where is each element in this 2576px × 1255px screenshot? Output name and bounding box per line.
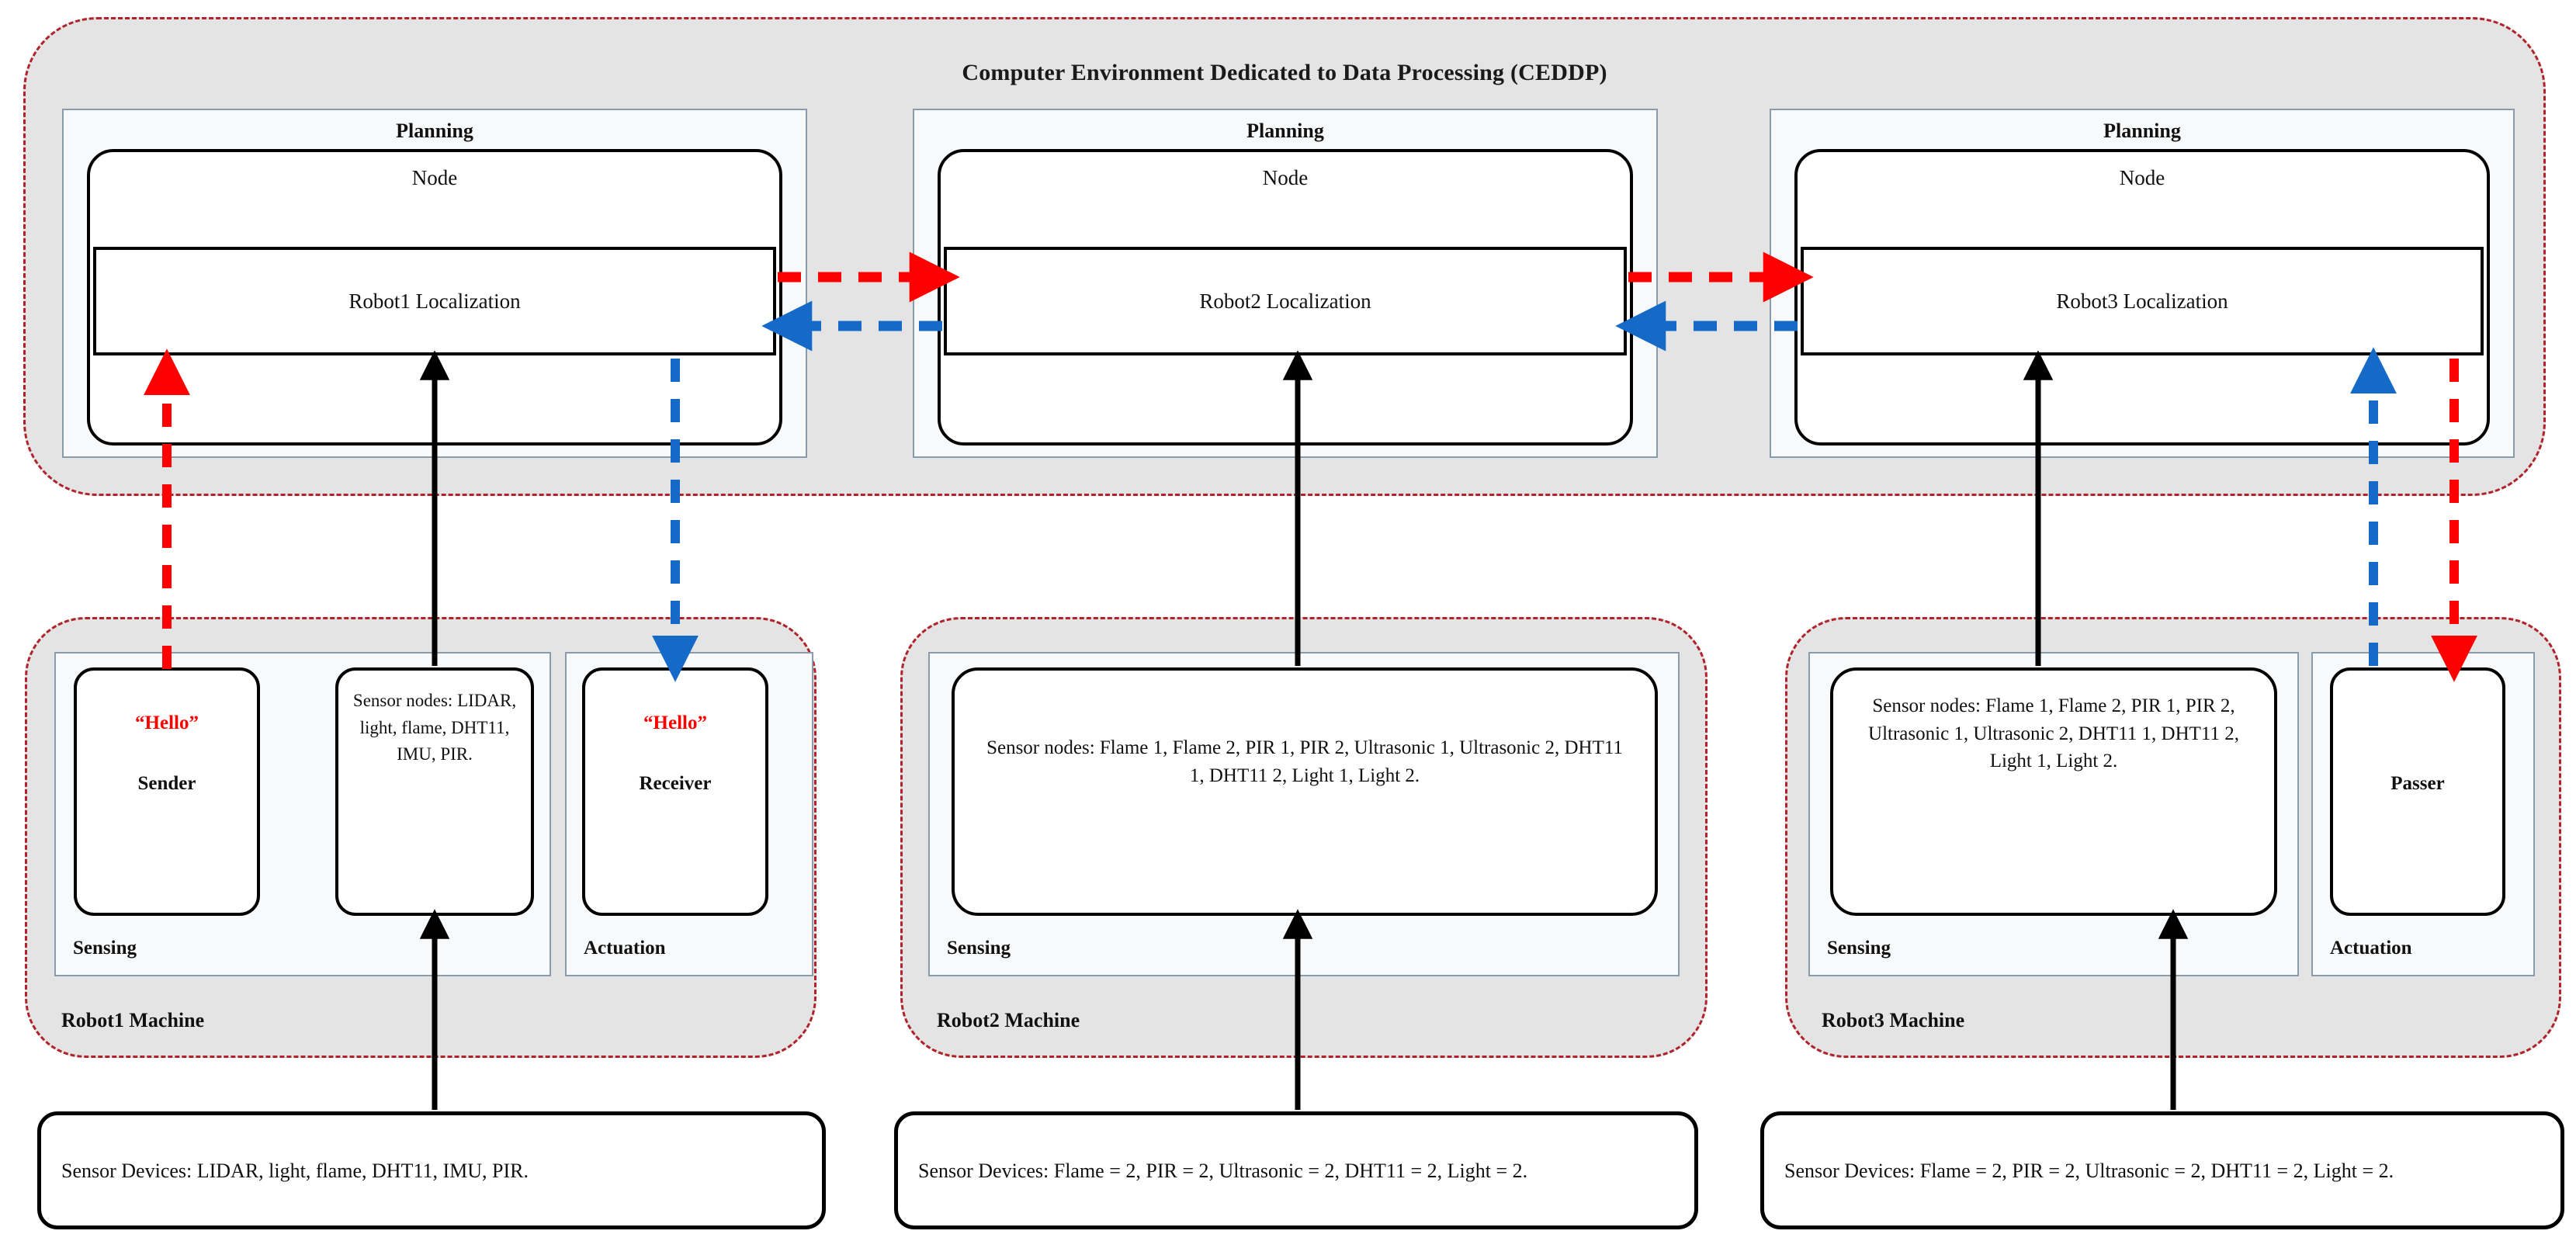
localization-box-robot2: Robot2 Localization — [944, 247, 1627, 355]
actuation-label-robot1: Actuation — [584, 938, 666, 959]
sensing-label-robot2: Sensing — [947, 938, 1011, 959]
robot1-machine-label: Robot1 Machine — [61, 1009, 205, 1031]
sensing-label-robot3: Sensing — [1827, 938, 1891, 959]
node-label-robot3: Node — [2119, 166, 2165, 189]
sensor-nodes-box-robot3: Sensor nodes: Flame 1, Flame 2, PIR 1, P… — [1830, 667, 2277, 916]
planning-title-robot2: Planning — [1246, 120, 1324, 142]
sensor-nodes-text-robot3: Sensor nodes: Flame 1, Flame 2, PIR 1, P… — [1868, 695, 2239, 771]
sensor-devices-box-1: Sensor Devices: LIDAR, light, flame, DHT… — [37, 1111, 826, 1229]
sensor-nodes-text-robot2: Sensor nodes: Flame 1, Flame 2, PIR 1, P… — [986, 737, 1623, 786]
sender-hello-text: “Hello” — [135, 712, 199, 733]
localization-box-robot1: Robot1 Localization — [93, 247, 776, 355]
ceddp-title: Computer Environment Dedicated to Data P… — [962, 60, 1607, 85]
sender-box-robot1: “Hello” Sender — [74, 667, 260, 916]
receiver-box-robot1: “Hello” Receiver — [582, 667, 768, 916]
passer-box-robot3: Passer — [2330, 667, 2505, 916]
actuation-label-robot3: Actuation — [2330, 938, 2412, 959]
passer-role-label: Passer — [2391, 773, 2445, 794]
node-label-robot2: Node — [1262, 166, 1309, 189]
receiver-role-label: Receiver — [639, 773, 712, 794]
sensor-nodes-box-robot2: Sensor nodes: Flame 1, Flame 2, PIR 1, P… — [952, 667, 1658, 916]
planning-title-robot1: Planning — [396, 120, 473, 142]
robot2-machine-label: Robot2 Machine — [937, 1009, 1080, 1031]
sensor-devices-box-3: Sensor Devices: Flame = 2, PIR = 2, Ultr… — [1760, 1111, 2564, 1229]
node-label-robot1: Node — [411, 166, 458, 189]
robot3-machine-label: Robot3 Machine — [1822, 1009, 1965, 1031]
sensor-devices-box-2: Sensor Devices: Flame = 2, PIR = 2, Ultr… — [894, 1111, 1698, 1229]
sensor-nodes-box-robot1: Sensor nodes: LIDAR, light, flame, DHT11… — [335, 667, 534, 916]
localization-box-robot3: Robot3 Localization — [1801, 247, 2484, 355]
sensor-nodes-text-robot1: Sensor nodes: LIDAR, light, flame, DHT11… — [352, 691, 517, 764]
sensing-label-robot1: Sensing — [73, 938, 137, 959]
sender-role-label: Sender — [137, 773, 196, 794]
receiver-hello-text: “Hello” — [643, 712, 707, 733]
planning-title-robot3: Planning — [2103, 120, 2181, 142]
